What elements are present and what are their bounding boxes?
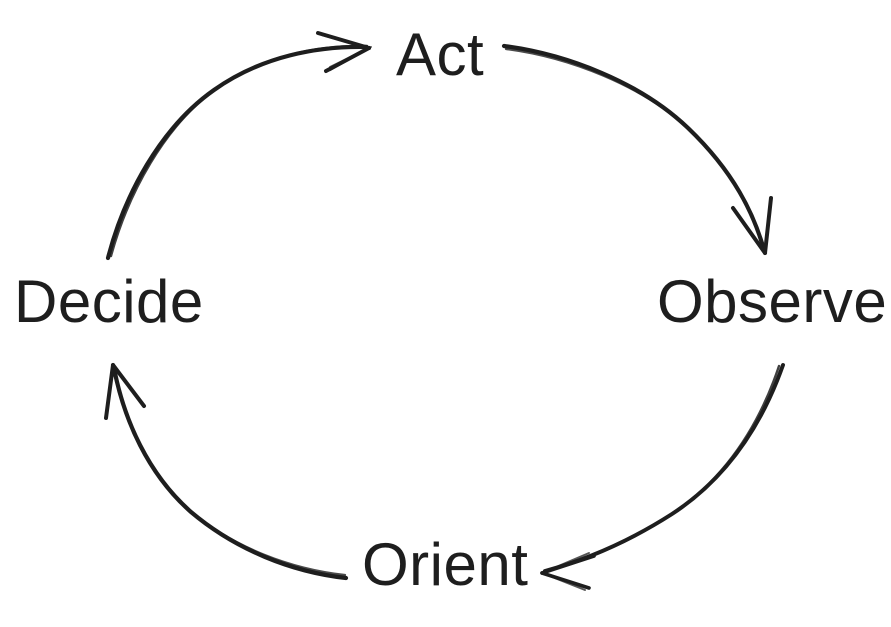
node-label-observe: Observe xyxy=(657,268,888,335)
arrow-decide-to-act xyxy=(105,31,372,261)
node-label-act: Act xyxy=(396,21,485,88)
arrow-observe-to-orient xyxy=(540,363,785,591)
node-label-decide: Decide xyxy=(14,268,204,335)
arrow-act-to-observe xyxy=(501,43,773,255)
node-label-orient: Orient xyxy=(362,531,529,598)
arrow-orient-to-decide xyxy=(104,363,349,581)
